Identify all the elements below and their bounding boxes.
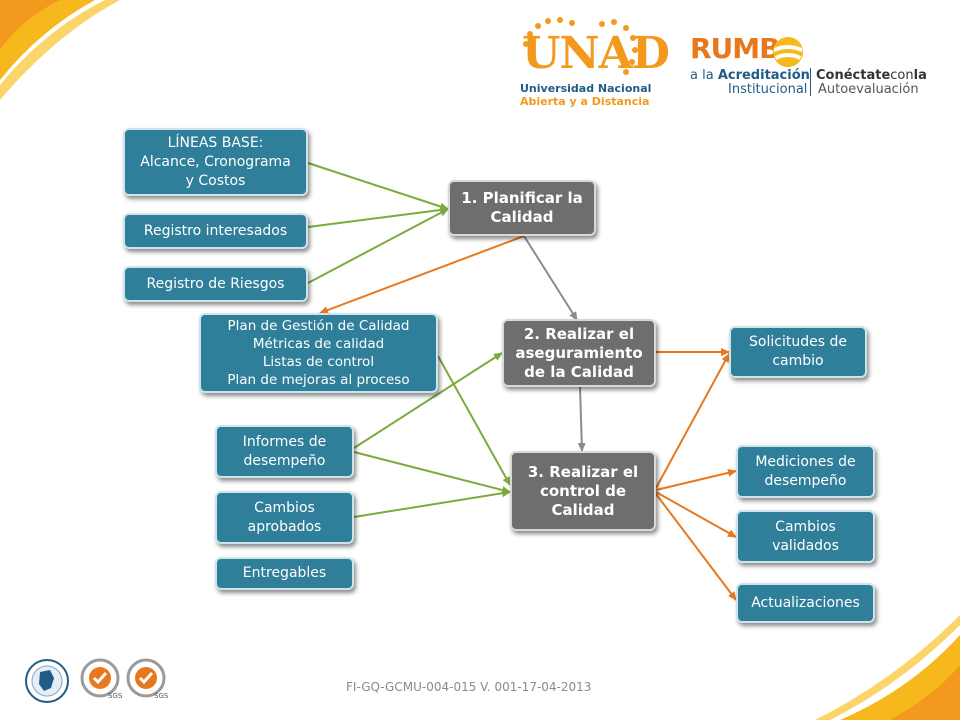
node-lineas-base: LÍNEAS BASE: Alcance, Cronograma y Costo…: [123, 128, 308, 196]
rumbo-tag-bold1: Conéctate: [816, 68, 891, 83]
sgs-check-icon-2: [126, 658, 166, 698]
colombia-seal-icon: [25, 659, 69, 703]
edge-planificar-to-asegurar: [523, 235, 578, 321]
rumbo-tag-bold2: la: [913, 68, 927, 83]
top-left-swoosh: [0, 0, 120, 100]
rumbo-divider: [810, 68, 811, 96]
rumbo-line1: a la Acreditación: [690, 68, 810, 83]
sgs-check-icon: [80, 658, 120, 698]
edge-lineas-to-planificar: [307, 162, 449, 211]
rumbo-line1-prefix: a la: [690, 68, 718, 83]
sgs-seal-1: SGS: [78, 658, 122, 702]
rumbo-globe-icon: [773, 37, 803, 67]
edge-informes-to-asegurar: [353, 352, 503, 449]
unad-name-line1: Universidad Nacional: [520, 82, 652, 95]
rumbo-tagline: Conéctateconla: [816, 68, 927, 83]
node-cambios-aprobados: Cambios aprobados: [215, 491, 354, 544]
footer-document-code: FI-GQ-GCMU-004-015 V. 001-17-04-2013: [346, 680, 592, 694]
edge-control-to-cambios-validados: [655, 491, 737, 538]
rumbo-logo-word: RUMB: [690, 32, 781, 65]
edge-plan-gestion-to-control: [437, 355, 511, 486]
rumbo-tag-light: con: [890, 68, 914, 83]
unad-name-line2: Abierta y a Distancia: [520, 95, 650, 108]
edge-cambios-aprobados-to-control: [353, 489, 511, 518]
edge-control-to-solicitudes: [655, 353, 730, 489]
bottom-right-swoosh: [815, 615, 960, 720]
node-mediciones-desempeno: Mediciones de desempeño: [736, 445, 875, 498]
node-actualizaciones: Actualizaciones: [736, 583, 875, 623]
unad-dots-icon: [523, 17, 638, 75]
node-plan-gestion-calidad: Plan de Gestión de Calidad Métricas de c…: [199, 313, 438, 393]
sgs-label-2: SGS: [154, 692, 169, 700]
edge-riesgos-to-planificar: [307, 208, 449, 284]
sgs-label-1: SGS: [108, 692, 123, 700]
sgs-seal-2: SGS: [124, 658, 168, 702]
node-control-calidad: 3. Realizar el control de Calidad: [510, 451, 656, 531]
node-solicitudes-cambio: Solicitudes de cambio: [729, 326, 867, 378]
rumbo-line2: Institucional: [728, 82, 808, 97]
unad-logo-letters: UNAD: [522, 28, 670, 79]
edge-control-to-mediciones: [655, 468, 737, 491]
node-entregables: Entregables: [215, 557, 354, 590]
node-informes-desempeno: Informes de desempeño: [215, 425, 354, 478]
rumbo-line1-bold: Acreditación: [717, 68, 810, 83]
edge-planificar-to-plan-gestion: [319, 235, 525, 314]
edge-asegurar-to-control: [577, 386, 586, 452]
unad-logo: UNAD Universidad Nacional Abierta y a Di…: [516, 14, 670, 108]
edge-control-to-actualizaciones: [655, 493, 737, 601]
node-registro-riesgos: Registro de Riesgos: [123, 266, 308, 302]
node-registro-interesados: Registro interesados: [123, 213, 308, 249]
node-cambios-validados: Cambios validados: [736, 510, 875, 563]
rumbo-logo: RUMB a la Acreditación Institucional Con…: [688, 32, 928, 102]
node-aseguramiento-calidad: 2. Realizar el aseguramiento de la Calid…: [502, 319, 656, 387]
edge-interesados-to-planificar: [307, 206, 449, 228]
rumbo-tag-line2: Autoevaluación: [818, 82, 919, 97]
edge-informes-to-control: [353, 451, 511, 494]
node-planificar-calidad: 1. Planificar la Calidad: [448, 180, 596, 236]
